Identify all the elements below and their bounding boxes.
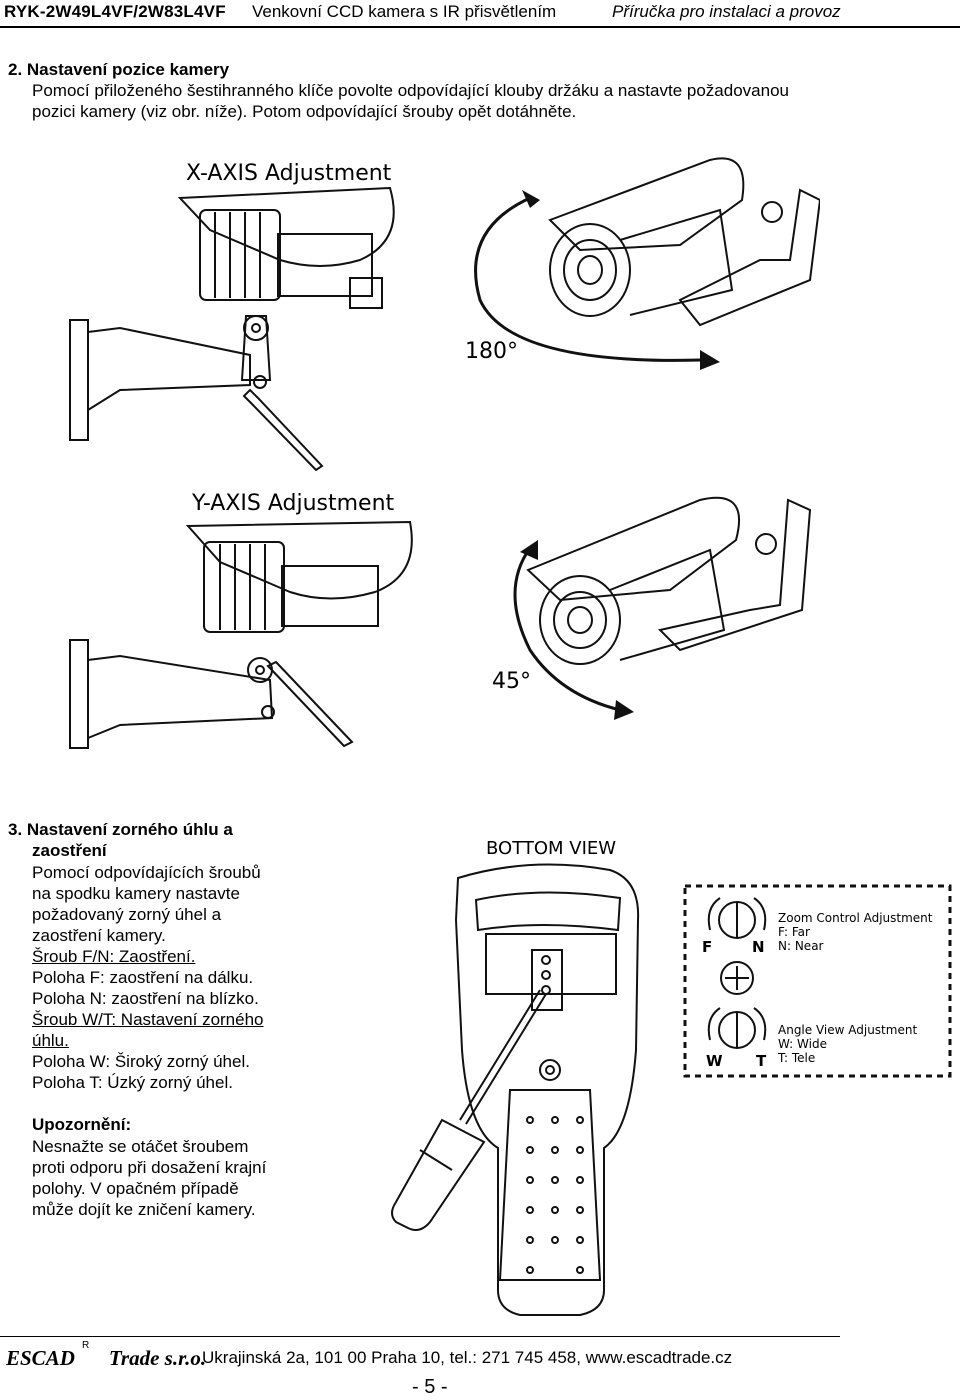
footer-address: Ukrajinská 2a, 101 00 Praha 10, tel.: 27…: [202, 1348, 733, 1367]
footer-company-name: ESCAD: [6, 1346, 75, 1370]
letter-n: N: [752, 938, 765, 956]
x-axis-camera-side-drawing: [69, 186, 395, 472]
footer-company-suffix: Trade s.r.o.: [108, 1346, 207, 1370]
bottom-view-label: BOTTOM VIEW: [486, 838, 616, 859]
zoom-far-label: F: Far: [778, 925, 810, 939]
angle-view-title: Angle View Adjustment: [778, 1023, 917, 1037]
bottom-view-figure: BOTTOM VIEW F N Zoom Control Adjustment …: [391, 838, 952, 1316]
letter-w: W: [706, 1052, 723, 1070]
header-manual-title: Příručka pro instalaci a provoz: [612, 2, 841, 21]
wt-tele-text: Poloha T: Úzký zorný úhel.: [32, 1073, 233, 1092]
bottom-view-camera-drawing: [454, 863, 640, 1316]
section3-line: Pomocí odpovídajících šroubů: [32, 863, 261, 882]
letter-f: F: [702, 938, 712, 956]
wt-screw-title-line1: Šroub W/T: Nastavení zorného: [32, 1010, 264, 1029]
registered-mark: R: [82, 1340, 90, 1351]
wt-screw-title-line2: úhlu.: [32, 1031, 69, 1050]
y-axis-camera-side-drawing: [69, 520, 413, 749]
y-axis-label: Y-AXIS Adjustment: [191, 491, 395, 516]
x-axis-arrow-head-bottom: [700, 350, 720, 370]
zoom-control-title: Zoom Control Adjustment: [778, 911, 933, 925]
header-description: Venkovní CCD kamera s IR přisvětlením: [252, 2, 557, 21]
section3-line: na spodku kamery nastavte: [32, 884, 240, 903]
x-axis-figure: X-AXIS Adjustment 180°: [69, 157, 820, 472]
center-screw-icon: [720, 961, 754, 995]
section3-line: požadovaný zorný úhel a: [32, 905, 222, 924]
x-axis-rotation-arc: [474, 196, 701, 362]
y-axis-figure: Y-AXIS Adjustment 45°: [69, 491, 812, 749]
warning-line: Nesnažte se otáčet šroubem: [32, 1137, 249, 1156]
zoom-near-label: N: Near: [778, 939, 824, 953]
section3-title-line1: 3. Nastavení zorného úhlu a: [8, 820, 233, 839]
y-axis-arrow-head-top: [520, 540, 538, 560]
x-axis-label: X-AXIS Adjustment: [186, 161, 392, 186]
screwdriver-drawing: [391, 989, 547, 1231]
y-axis-rotation-arc: [513, 547, 621, 712]
x-axis-angle-label: 180°: [465, 339, 518, 364]
angle-wide-label: W: Wide: [778, 1037, 827, 1051]
zoom-screw-icon: [707, 897, 767, 939]
x-axis-arrow-head-top: [522, 190, 540, 208]
section3-title-line2: zaostření: [32, 841, 107, 860]
letter-t: T: [756, 1052, 767, 1070]
fn-far-text: Poloha F: zaostření na dálku.: [32, 968, 254, 987]
y-axis-arrow-head-bottom: [614, 700, 634, 720]
header-model: RYK-2W49L4VF/2W83L4VF: [4, 2, 226, 21]
wt-wide-text: Poloha W: Široký zorný úhel.: [32, 1052, 250, 1071]
section2-line1: Pomocí přiloženého šestihranného klíče p…: [32, 81, 789, 100]
angle-screw-icon: [707, 1007, 767, 1049]
fn-screw-title: Šroub F/N: Zaostření.: [32, 947, 196, 966]
warning-title: Upozornění:: [32, 1115, 132, 1134]
section2-title: 2. Nastavení pozice kamery: [8, 60, 230, 79]
y-axis-angle-label: 45°: [492, 669, 531, 694]
section2-line2: pozici kamery (viz obr. níže). Potom odp…: [32, 102, 577, 121]
angle-tele-label: T: Tele: [777, 1051, 815, 1065]
warning-line: proti odporu při dosažení krajní: [32, 1158, 267, 1177]
page-number: - 5 -: [412, 1376, 448, 1398]
fn-near-text: Poloha N: zaostření na blízko.: [32, 989, 259, 1008]
x-axis-camera-perspective-drawing: [548, 157, 820, 327]
footer-rule: [0, 1336, 840, 1337]
footer-company: ESCAD Trade s.r.o.: [6, 1346, 206, 1371]
adjustment-callout-box: [683, 884, 952, 1078]
section3-line: zaostření kamery.: [32, 926, 166, 945]
warning-line: může dojít ke zničení kamery.: [32, 1200, 256, 1219]
warning-line: polohy. V opačném případě: [32, 1179, 239, 1198]
y-axis-camera-perspective-drawing: [526, 496, 812, 665]
header-rule: [0, 26, 960, 28]
